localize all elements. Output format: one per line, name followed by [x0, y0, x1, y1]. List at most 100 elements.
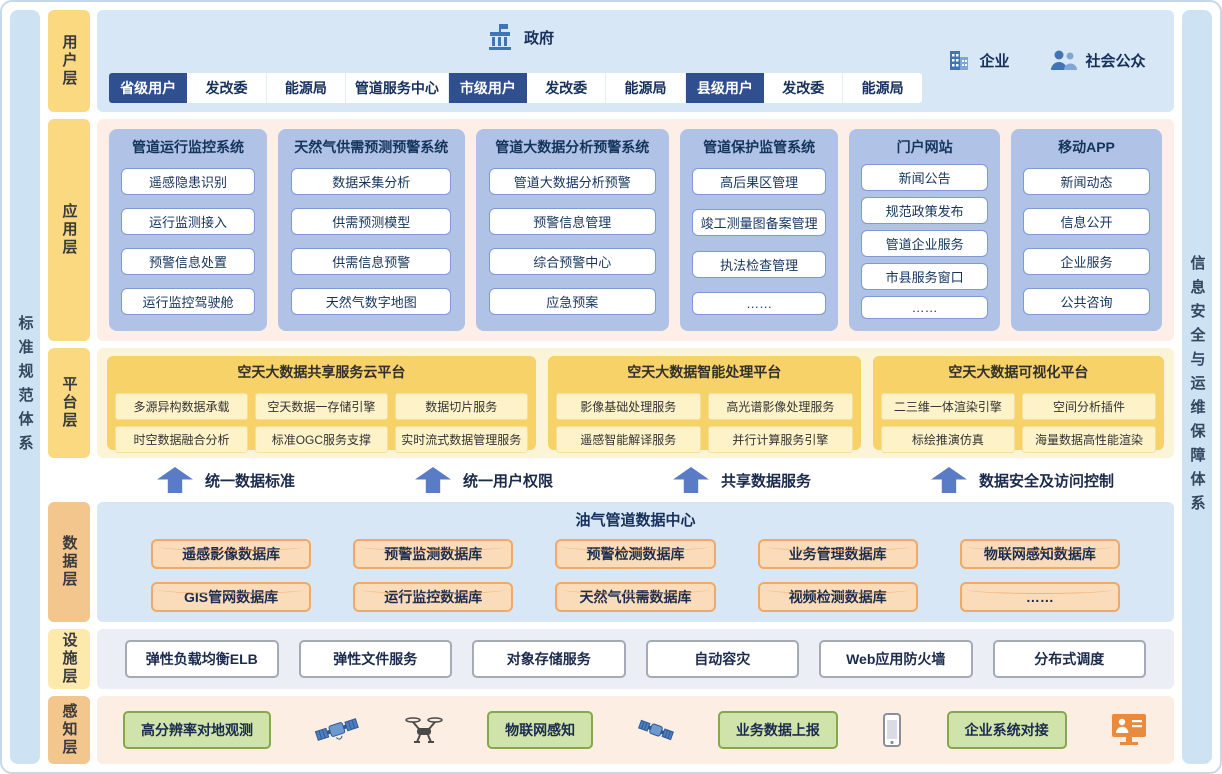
layer-label-platform-text: 平台层 — [60, 376, 78, 430]
layer-app: 应用层 管道运行监控系统 遥感隐患识别 运行监测接入 预警信息处置 运行监控驾驶… — [48, 119, 1174, 341]
app-item: 供需信息预警 — [291, 248, 452, 276]
infra-layer-body: 弹性负载均衡ELB 弹性文件服务 对象存储服务 自动容灾 Web应用防火墙 分布… — [97, 629, 1174, 689]
layer-label-infra: 设施层 — [48, 629, 90, 689]
platform-title: 空天大数据可视化平台 — [948, 364, 1089, 380]
platform-item: 时空数据融合分析 — [115, 426, 248, 453]
layer-label-user: 用户层 — [48, 10, 90, 112]
app-item: 运行监测接入 — [121, 207, 255, 235]
platform-item: 并行计算服务引擎 — [707, 426, 853, 453]
app-item: 供需预测模型 — [291, 207, 452, 235]
arrow-label: 数据安全及访问控制 — [978, 472, 1114, 490]
tab-energy-1: 能源局 — [267, 73, 347, 103]
app-item: 市县服务窗口 — [861, 263, 988, 290]
layer-label-data-text: 数据层 — [60, 535, 78, 589]
layer-label-sense-text: 感知层 — [60, 703, 78, 757]
app-system-items: 管道大数据分析预警 预警信息管理 综合预警中心 应急预案 — [484, 161, 662, 322]
tab-energy-3: 能源局 — [861, 80, 904, 96]
app-system-items: 遥感隐患识别 运行监测接入 预警信息处置 运行监控驾驶舱 — [117, 161, 259, 322]
platform-row: 时空数据融合分析 标准OGC服务支撑 实时流式数据管理服务 — [115, 426, 528, 453]
public-user: 社会公众 — [1048, 48, 1146, 72]
tab-pipeline-service-center: 管道服务中心 — [346, 73, 449, 103]
layer-user: 用户层 — [48, 10, 1174, 112]
platform-visualization: 空天大数据可视化平台 二三维一体渲染引擎 空间分析插件 标绘推演仿真 海量数据高… — [872, 356, 1164, 453]
platform-item: 标绘推演仿真 — [880, 426, 1015, 453]
user-layer-body: 政府 省级用户 发改委 能源局 管道服务中心 市级用户 发改委 能源局 县级用户… — [97, 10, 1174, 112]
app-item: 企业服务 — [1023, 248, 1150, 276]
satellite-icon — [314, 712, 360, 748]
arrow-label: 统一数据标准 — [204, 472, 295, 490]
infra-service-box: 分布式调度 — [992, 640, 1146, 678]
database-box: 天然气供需数据库 — [555, 582, 716, 612]
database-box: 遥感影像数据库 — [151, 539, 312, 569]
database-box: 物联网感知数据库 — [959, 539, 1120, 569]
app-item: 遥感隐患识别 — [121, 167, 255, 195]
user-tab-bar: 省级用户 发改委 能源局 管道服务中心 市级用户 发改委 能源局 县级用户 发改… — [109, 73, 922, 103]
app-item: 数据采集分析 — [291, 167, 452, 195]
government-label: 政府 — [523, 29, 554, 47]
data-center-title: 油气管道数据中心 — [575, 512, 696, 529]
database-box: GIS管网数据库 — [151, 582, 312, 612]
arrow-label: 统一用户权限 — [462, 472, 553, 490]
platform-cloud-sharing: 空天大数据共享服务云平台 多源异构数据承载 空天数据一存储引擎 数据切片服务 时… — [107, 356, 536, 453]
layer-infra: 设施层 弹性负载均衡ELB 弹性文件服务 对象存储服务 自动容灾 Web应用防火… — [48, 629, 1174, 689]
database-box: 业务管理数据库 — [757, 539, 918, 569]
platform-item: 标准OGC服务支撑 — [254, 426, 388, 453]
arrow-group: 统一数据标准 — [156, 467, 295, 493]
infra-service-box: 弹性负载均衡ELB — [125, 640, 279, 678]
sense-box-iot: 物联网感知 — [487, 711, 594, 749]
layer-label-app: 应用层 — [48, 119, 90, 341]
app-system-pipeline-monitoring: 管道运行监控系统 遥感隐患识别 运行监测接入 预警信息处置 运行监控驾驶舱 — [109, 129, 268, 331]
infra-service-box: 弹性文件服务 — [298, 640, 452, 678]
platform-item: 数据切片服务 — [394, 393, 528, 420]
app-system-items: 新闻动态 信息公开 企业服务 公共咨询 — [1019, 161, 1154, 322]
app-item: 预警信息处置 — [121, 248, 255, 276]
sense-box-earth-observation: 高分辨率对地观测 — [123, 711, 271, 749]
data-layer-body: 油气管道数据中心 遥感影像数据库 预警监测数据库 预警检测数据库 业务管理数据库… — [97, 502, 1174, 622]
database-box: 预警监测数据库 — [353, 539, 514, 569]
platform-row: 二三维一体渲染引擎 空间分析插件 — [880, 393, 1157, 420]
data-flow-arrows: 统一数据标准 统一用户权限 共享数据服务 数据安全及访问控制 — [97, 465, 1174, 495]
standards-system-bar: 标准规范体系 — [10, 10, 40, 764]
database-box: 预警检测数据库 — [555, 539, 716, 569]
drone-icon — [404, 713, 444, 747]
platform-layer-body: 空天大数据共享服务云平台 多源异构数据承载 空天数据一存储引擎 数据切片服务 时… — [97, 348, 1174, 458]
app-item: 竣工测量图备案管理 — [692, 209, 826, 237]
platform-item: 海量数据高性能渲染 — [1021, 426, 1157, 453]
platform-item: 空间分析插件 — [1021, 393, 1157, 420]
arrow-group: 数据安全及访问控制 — [930, 467, 1114, 493]
app-system-mobile-app: 移动APP 新闻动态 信息公开 企业服务 公共咨询 — [1011, 129, 1162, 331]
app-item: 管道企业服务 — [861, 230, 988, 257]
platform-title: 空天大数据共享服务云平台 — [237, 364, 406, 380]
app-system-pipeline-protection: 管道保护监管系统 高后果区管理 竣工测量图备案管理 执法检查管理 …… — [680, 129, 839, 331]
tab-county-user: 县级用户 — [685, 73, 765, 103]
tab-ndrc-3: 发改委 — [764, 73, 844, 103]
app-item: 管道大数据分析预警 — [488, 167, 656, 195]
government-group: 政府 — [109, 17, 930, 57]
platform-intelligent-processing: 空天大数据智能处理平台 影像基础处理服务 高光谱影像处理服务 遥感智能解译服务 … — [547, 356, 861, 453]
app-system-items: 数据采集分析 供需预测模型 供需信息预警 天然气数字地图 — [286, 161, 456, 322]
public-people-icon — [1048, 48, 1078, 72]
standards-system-label: 标准规范体系 — [16, 315, 34, 459]
monitor-icon — [1110, 712, 1148, 748]
platform-item: 影像基础处理服务 — [555, 393, 701, 420]
platform-item: 遥感智能解译服务 — [555, 426, 701, 453]
security-ops-bar: 信息安全与运维保障体系 — [1182, 10, 1212, 764]
app-item: 应急预案 — [488, 288, 656, 316]
database-box: 视频检测数据库 — [757, 582, 918, 612]
app-item: 执法检查管理 — [692, 250, 826, 278]
app-item: 公共咨询 — [1023, 288, 1150, 316]
app-system-title: 天然气供需预测预警系统 — [294, 139, 449, 155]
app-item: 高后果区管理 — [692, 168, 826, 196]
arrow-label: 共享数据服务 — [720, 472, 811, 490]
phone-icon — [881, 712, 903, 748]
platform-row: 标绘推演仿真 海量数据高性能渲染 — [880, 426, 1157, 453]
app-item: 新闻公告 — [861, 164, 988, 191]
platform-title: 空天大数据智能处理平台 — [627, 364, 782, 380]
satellite-icon — [637, 715, 675, 745]
tab-province-user: 省级用户 — [109, 73, 188, 103]
arrow-up-icon — [156, 467, 193, 493]
arrow-group: 共享数据服务 — [672, 467, 811, 493]
layer-sense: 感知层 高分辨率对地观测 — [48, 696, 1174, 764]
tab-ndrc-1: 发改委 — [187, 73, 267, 103]
